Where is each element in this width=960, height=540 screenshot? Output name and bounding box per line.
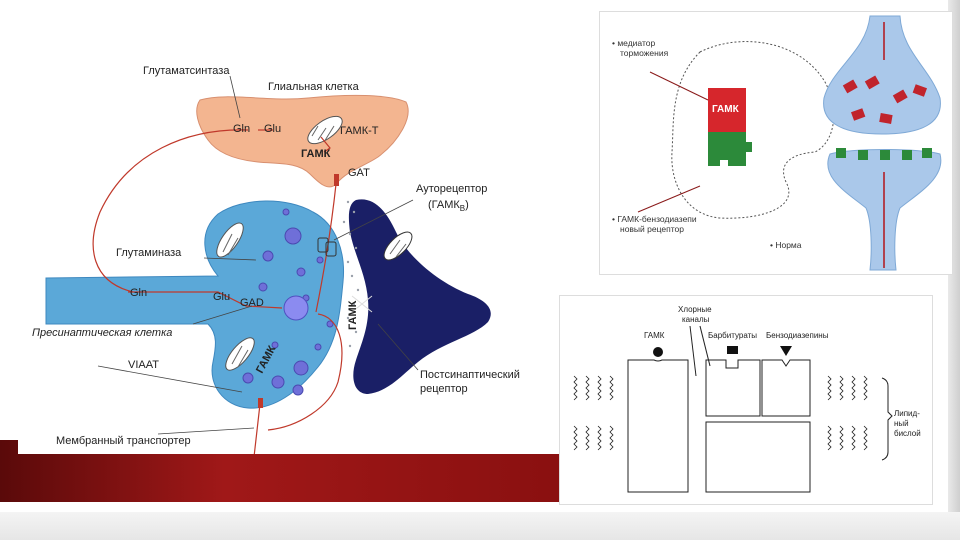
label-glutaminase: Глутаминаза — [116, 247, 182, 259]
label-gad: GAD — [240, 297, 264, 309]
barbiturates-label: Барбитураты — [708, 331, 757, 340]
label-viaat: VIAAT — [128, 359, 159, 371]
lipid-label-1: Липид- — [894, 409, 920, 418]
channel-middle-top — [705, 359, 761, 417]
chloride-label-1: Хлорные — [678, 305, 712, 314]
leader-lines — [97, 75, 419, 435]
lipid-label-2: ный — [894, 419, 909, 428]
benzodiazepine-binding-site-icon — [780, 346, 792, 356]
membrane-transporter — [258, 398, 263, 408]
norm-label: • Норма — [770, 240, 802, 250]
mitochondrion-pre-1 — [216, 222, 244, 258]
label-gaba-t: ГАМК-Т — [340, 125, 379, 137]
synaptic-cleft-gaba — [342, 200, 360, 348]
chloride-label-2: каналы — [682, 315, 710, 324]
mitochondrion-post — [383, 231, 413, 261]
benzo-label-1: • ГАМК-бензодиазепи — [612, 214, 697, 224]
postsynaptic-cell-shape — [348, 199, 491, 394]
gaba-packets — [842, 75, 928, 124]
label-gat: GAT — [348, 167, 370, 179]
lipid-label-3: бислой — [894, 429, 921, 438]
lipid-bilayer-left — [573, 375, 614, 451]
chloride-pointer-2 — [699, 325, 711, 367]
glial-cell-shape — [196, 94, 409, 188]
gat-transporter — [334, 174, 339, 186]
label-gln-pre: Gln — [130, 287, 147, 299]
receptor-row — [836, 148, 932, 160]
postsynaptic-receptor-icon — [351, 295, 373, 313]
benzodiazepines-label: Бензодиазепины — [766, 331, 829, 340]
receptor-outline — [671, 41, 835, 219]
lipid-bracket — [881, 377, 893, 461]
mitochondrion-glial — [307, 115, 343, 145]
benzo-receptor-piece — [708, 132, 752, 166]
label-gln-glial: Gln — [233, 123, 250, 135]
channel-right-top — [761, 359, 811, 417]
label-postsynaptic-2: рецептор — [420, 383, 468, 395]
benzo-label-2: новый рецептор — [620, 224, 684, 234]
slide-bottom-edge — [0, 512, 960, 540]
gaba-block — [708, 88, 746, 132]
mediator-arrow — [649, 71, 709, 101]
mediator-label-1: • медиатор — [612, 38, 655, 48]
label-gaba-cleft: ГАМК — [347, 300, 359, 330]
label-postsynaptic-1: Постсинаптический — [420, 369, 520, 381]
vesicles — [242, 208, 334, 396]
gaba-receptor-sketch: ГАМК • медиатор торможения • ГАМК-бензод… — [600, 12, 952, 274]
presynaptic-terminal — [823, 15, 941, 135]
gaba-block-label: ГАМК — [712, 104, 740, 115]
label-presynaptic-cell: Пресинаптическая клетка — [32, 327, 172, 339]
metabolic-pathways — [92, 129, 343, 458]
chloride-pointer-1 — [689, 325, 697, 377]
benzo-arrow — [637, 185, 701, 213]
gaba-binding-site-icon — [653, 347, 663, 357]
label-glu-glial: Glu — [264, 123, 281, 135]
chloride-channel-schematic: Хлорные каналы ГАМК Барбитураты Бензодиа… — [560, 296, 932, 504]
channel-left — [627, 359, 689, 493]
barbiturate-binding-site-icon — [727, 346, 738, 354]
label-glu-pre: Glu — [213, 291, 230, 303]
label-autoreceptor-2: (ГАМКB) — [428, 199, 469, 213]
label-gaba-glial: ГАМК — [301, 148, 331, 160]
channel-lower — [705, 421, 811, 493]
autoreceptor-icon — [317, 237, 337, 257]
gaba-label: ГАМК — [644, 331, 665, 340]
label-membrane-transporter: Мембранный транспортер — [56, 435, 191, 447]
label-glial-cell: Глиальная клетка — [268, 81, 360, 93]
mediator-label-2: торможения — [620, 48, 669, 58]
lipid-bilayer-right — [827, 375, 868, 451]
label-autoreceptor: Ауторецептор — [416, 183, 487, 195]
gaba-synapse-diagram: Глутаматсинтаза Глиальная клетка Gln Glu… — [18, 62, 563, 458]
label-glutamine-synthetase: Глутаматсинтаза — [143, 65, 230, 77]
mitochondrion-pre-2 — [225, 337, 255, 371]
gad-vesicle — [283, 295, 309, 321]
